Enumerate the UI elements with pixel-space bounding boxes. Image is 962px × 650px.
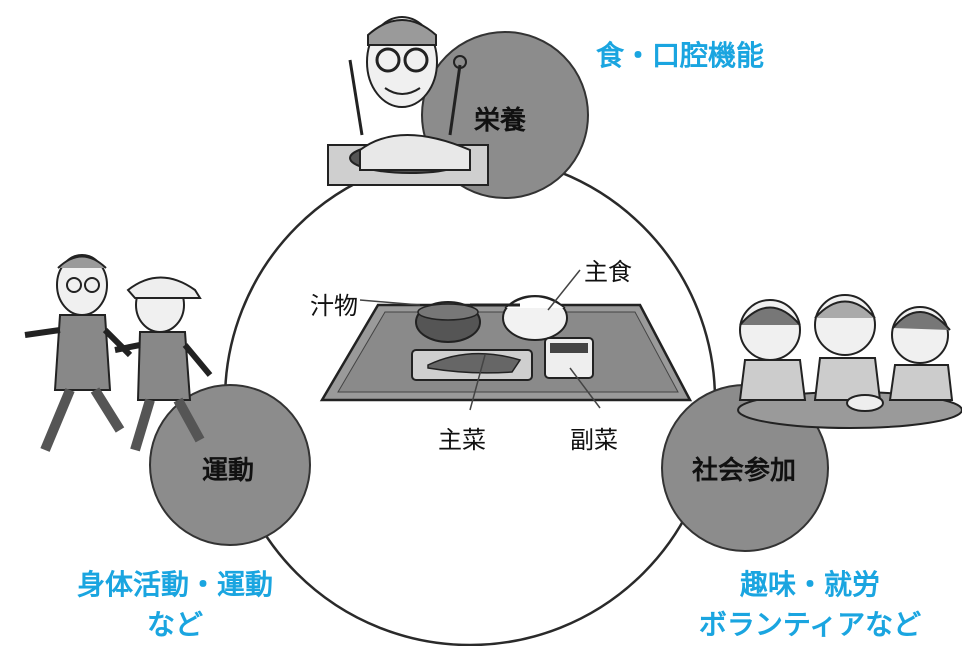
soup-label: 汁物 — [310, 292, 358, 320]
runners-illustration — [24, 254, 213, 452]
social-caption: 趣味・就労 ボランティアなど — [670, 565, 950, 645]
nutrition-label: 栄養 — [474, 106, 527, 136]
exercise-caption-line2: など — [146, 608, 203, 641]
man-eating-illustration — [327, 16, 489, 186]
exercise-caption-line1: 身体活動・運動 — [76, 568, 273, 601]
meal-tray — [319, 295, 693, 402]
main-dish-label: 主菜 — [438, 426, 486, 454]
side-dish-label: 副菜 — [570, 426, 618, 454]
exercise-label: 運動 — [202, 456, 255, 486]
tea-party-illustration — [737, 294, 962, 429]
social-label: 社会参加 — [692, 456, 797, 486]
social-caption-line1: 趣味・就労 — [739, 568, 880, 601]
social-caption-line2: ボランティアなど — [698, 608, 922, 641]
nutrition-caption: 食・口腔機能 — [596, 39, 765, 72]
exercise-caption: 身体活動・運動 など — [55, 565, 295, 645]
staple-label: 主食 — [584, 258, 632, 286]
